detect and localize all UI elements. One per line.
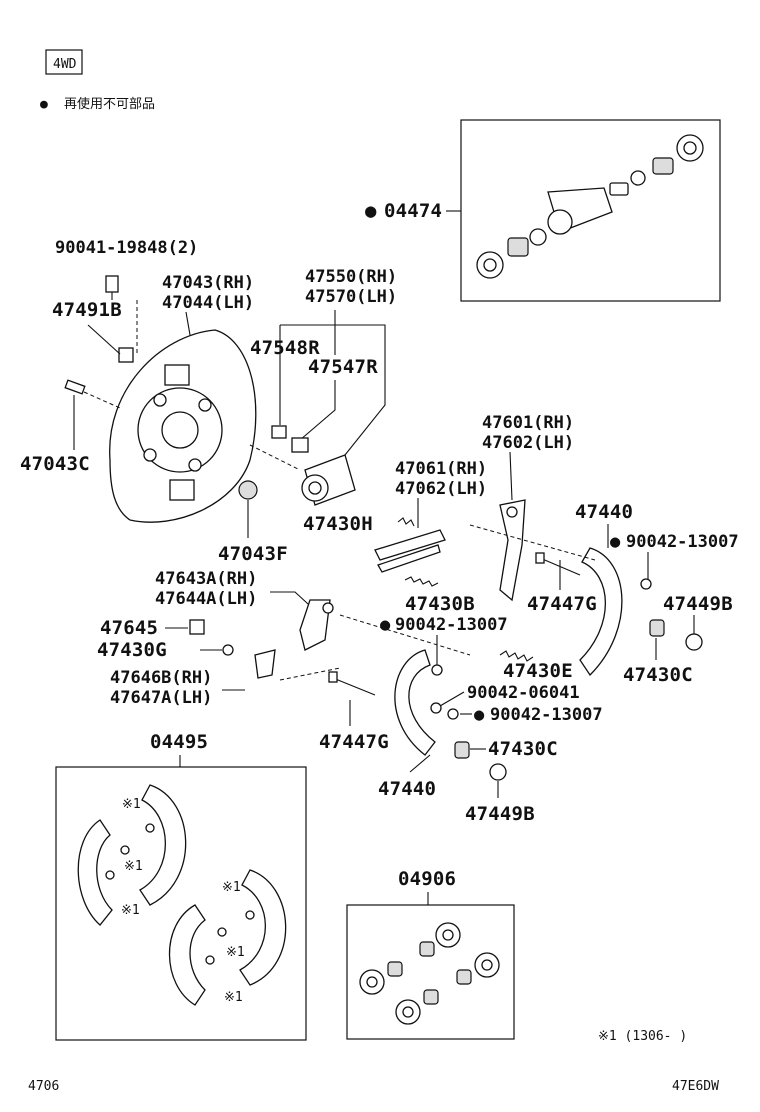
- callout-47430g: 47430G: [97, 639, 167, 661]
- brake-shoe-47440-lower: [394, 649, 436, 756]
- callout-47440-upper: 47440: [575, 501, 633, 523]
- callout-47430h: 47430H: [303, 513, 373, 535]
- bolt-90041: [105, 275, 119, 300]
- callout-47602lh: 47602(LH): [482, 433, 574, 453]
- repair-kit-box: [346, 904, 515, 1040]
- shoe-kit-box: [55, 766, 307, 1041]
- callout-47547r: 47547R: [308, 356, 378, 378]
- boot-47043f: [238, 480, 258, 500]
- callout-47449b-lower: 47449B: [465, 803, 535, 825]
- wheel-cylinder-kit-parts: [476, 134, 704, 279]
- callout-04906: 04906: [398, 868, 456, 890]
- kit-note-1: ※1: [122, 797, 141, 812]
- legend-text: 再使用不可部品: [64, 96, 155, 112]
- callout-90042-upper: 90042-13007: [626, 532, 739, 552]
- bleeder-screw-47547r: [291, 437, 309, 453]
- badge-box: [45, 49, 83, 75]
- footer-left: 4706: [28, 1079, 59, 1094]
- callout-04474: 04474: [384, 200, 442, 222]
- adjuster-strut-47061: [374, 529, 446, 573]
- callout-90042-upper-marker: ●: [610, 532, 621, 552]
- callout-47645: 47645: [100, 617, 158, 639]
- washer-90042-06041: [430, 702, 442, 714]
- pin-47447g-upper: [535, 552, 581, 576]
- callout-47447g-lower: 47447G: [319, 731, 389, 753]
- callout-47440-lower: 47440: [378, 778, 436, 800]
- callout-04495: 04495: [150, 731, 208, 753]
- kit-note-3: ※1: [121, 903, 140, 918]
- callout-47044lh: 47044(LH): [162, 293, 254, 313]
- callout-90042-mid: 90042-13007: [395, 615, 508, 635]
- footnote: ※1 (1306- ): [598, 1029, 687, 1044]
- kit-note-5: ※1: [226, 945, 245, 960]
- cup-47449b-upper: [685, 633, 703, 651]
- callout-47449b-upper: 47449B: [663, 593, 733, 615]
- callout-90042-lower: 90042-13007: [490, 705, 603, 725]
- callout-47062lh: 47062(LH): [395, 479, 487, 499]
- callout-47647a: 47647A(LH): [110, 688, 212, 708]
- footer-right: 47E6DW: [672, 1079, 719, 1094]
- lever-47643a: [299, 599, 334, 651]
- callout-47430c-lower: 47430C: [488, 738, 558, 760]
- spring-47430e: [499, 650, 534, 662]
- bleeder-47491b: [118, 347, 134, 363]
- callout-47043rh: 47043(RH): [162, 273, 254, 293]
- stud-47043c: [64, 379, 86, 395]
- callout-47601rh: 47601(RH): [482, 413, 574, 433]
- shoe-kit-parts: [77, 784, 287, 1006]
- spring-47430c-lower: [454, 741, 470, 759]
- pin-47645: [189, 619, 205, 635]
- cup-47449b-lower: [489, 763, 507, 781]
- kit-note-2: ※1: [124, 859, 143, 874]
- spring-47430b: [404, 576, 439, 587]
- callout-47646b: 47646B(RH): [110, 668, 212, 688]
- brake-shoe-47440-upper: [579, 547, 623, 677]
- clip-90042-mid: [431, 664, 443, 676]
- callout-47061rh: 47061(RH): [395, 459, 487, 479]
- parking-lever-47601: [499, 499, 526, 602]
- callout-47430b: 47430B: [405, 593, 475, 615]
- badge-4wd: 4WD: [53, 57, 77, 72]
- bleeder-plug-47548r: [271, 425, 287, 439]
- repair-kit-parts: [359, 922, 500, 1025]
- callout-47043f: 47043F: [218, 543, 288, 565]
- clip-90042-lower: [447, 708, 459, 720]
- callout-90042-mid-marker: ●: [380, 615, 391, 635]
- lever-47646b: [254, 649, 276, 679]
- callout-47548r: 47548R: [250, 337, 320, 359]
- legend-marker: ●: [40, 97, 48, 112]
- spring-47430h: [397, 517, 415, 527]
- spring-47430g: [222, 644, 234, 656]
- callout-90041: 90041-19848(2): [55, 238, 198, 258]
- callout-47643a: 47643A(RH): [155, 569, 257, 589]
- brake-backing-plate: [109, 329, 257, 523]
- callout-47043c: 47043C: [20, 453, 90, 475]
- callout-47430c-upper: 47430C: [623, 664, 693, 686]
- clip-90042-upper: [640, 578, 652, 590]
- wheel-cylinder-body: [301, 454, 356, 506]
- callout-90042-lower-marker: ●: [474, 705, 485, 725]
- callout-47644a: 47644A(LH): [155, 589, 257, 609]
- callout-47570lh: 47570(LH): [305, 287, 397, 307]
- callout-47447g-upper: 47447G: [527, 593, 597, 615]
- callout-04474-marker: ●: [365, 200, 377, 222]
- callout-47491b: 47491B: [52, 299, 122, 321]
- callout-47550rh: 47550(RH): [305, 267, 397, 287]
- callout-90042-06041: 90042-06041: [467, 683, 580, 703]
- kit-note-6: ※1: [224, 990, 243, 1005]
- callout-47430e: 47430E: [503, 660, 573, 682]
- kit-note-4: ※1: [222, 880, 241, 895]
- spring-47430c-upper: [649, 619, 665, 637]
- pin-47447g-lower: [328, 671, 376, 696]
